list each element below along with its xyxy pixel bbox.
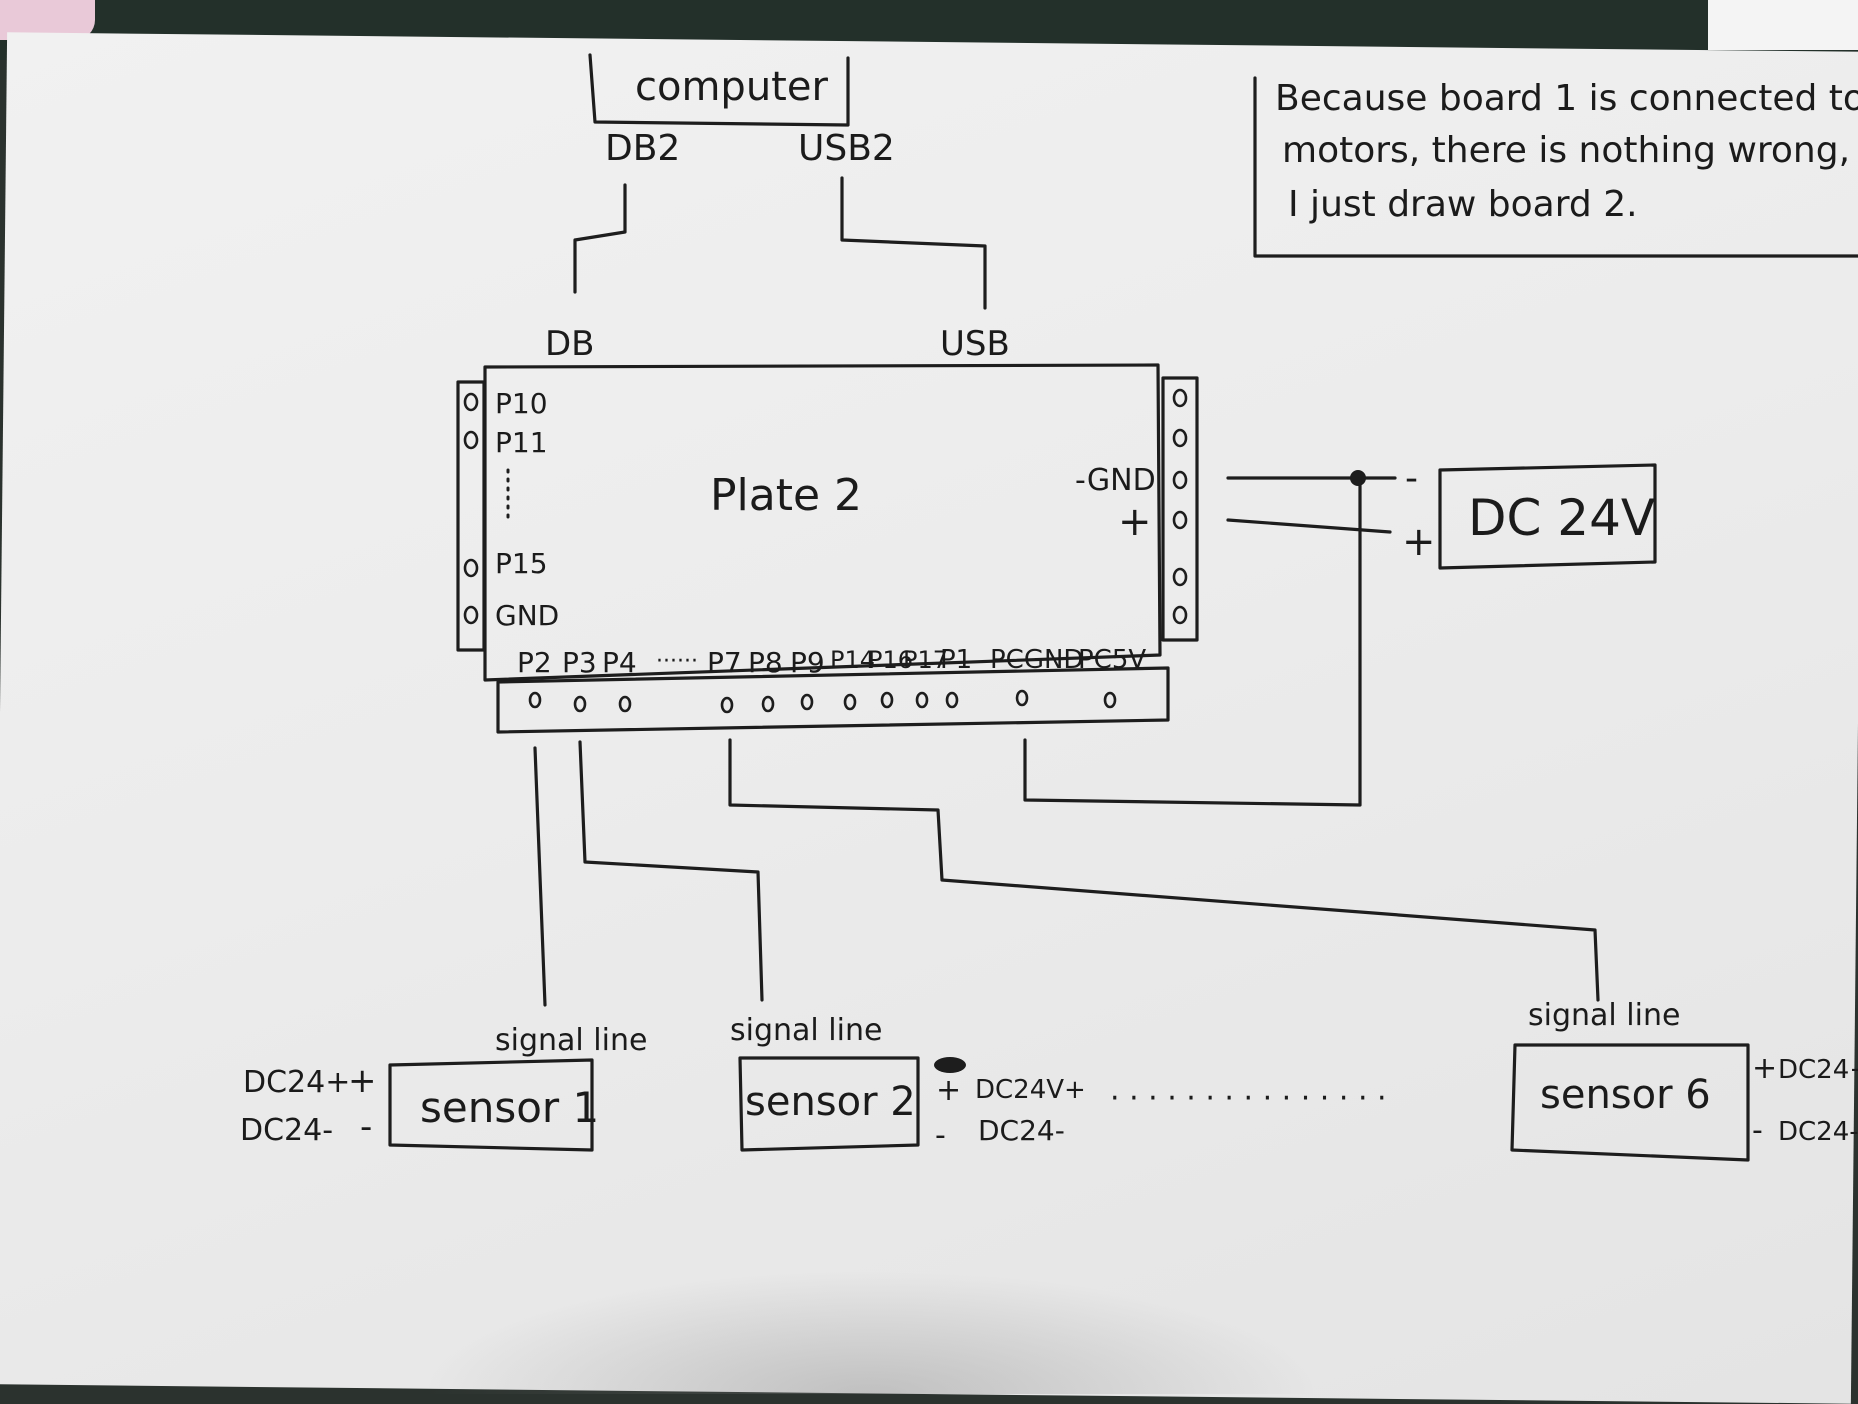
right-label-plus: + xyxy=(1118,499,1152,545)
pin-p16 xyxy=(880,691,894,709)
signal-wire-sensor-1 xyxy=(533,746,547,1007)
wire-junction xyxy=(1350,470,1366,486)
bottom-label-p16: P16 xyxy=(868,646,913,674)
db-cable xyxy=(573,183,627,294)
pin-p9 xyxy=(800,693,814,711)
plate-usb-label: USB xyxy=(940,324,1010,364)
pin-p17 xyxy=(915,691,929,709)
sensor-6: signal line sensor 6 + - DC24+ DC24- xyxy=(1510,998,1858,1162)
pin-p1 xyxy=(945,691,959,709)
note-line-3: I just draw board 2. xyxy=(1288,184,1638,225)
pin-p8 xyxy=(761,695,775,713)
bottom-label-p7: P7 xyxy=(707,646,742,679)
note-line-2: motors, there is nothing wrong, so xyxy=(1282,130,1858,171)
pin-gnd-left xyxy=(463,605,479,625)
sensor-1-minus: - xyxy=(360,1107,372,1147)
bottom-pin-labels: P2 P3 P4 ······ P7 P8 P9 P14 P16 P17 P1 … xyxy=(517,645,1146,679)
computer-db-port: DB2 xyxy=(605,128,680,169)
right-pin-6 xyxy=(1172,605,1188,625)
left-pin-label-gnd: GND xyxy=(495,599,559,632)
usb-cable xyxy=(840,176,987,310)
sensor-1-plus-label: DC24+ xyxy=(243,1065,350,1100)
sensor-6-minus-label: DC24- xyxy=(1778,1117,1858,1147)
sensor-6-signal-label: signal line xyxy=(1528,998,1680,1033)
sensor-2-minus: - xyxy=(935,1118,946,1153)
pin-p3 xyxy=(573,695,587,713)
note-line-1: Because board 1 is connected to six xyxy=(1275,78,1858,119)
bottom-label-dots: ······ xyxy=(656,649,698,674)
sensor-6-minus: - xyxy=(1752,1113,1763,1148)
bottom-label-p2: P2 xyxy=(517,646,552,679)
sensor-ellipsis: · · · · · · · · · · · · · · · xyxy=(1110,1081,1387,1116)
bottom-label-p9: P9 xyxy=(790,646,825,679)
plus-wire xyxy=(1226,518,1392,534)
sensor-1-label: sensor 1 xyxy=(420,1083,599,1132)
sensor-1-plus: + xyxy=(348,1061,377,1101)
left-pin-label-p10: P10 xyxy=(495,387,548,420)
pin-p11 xyxy=(463,430,479,450)
computer-box: computer DB2 USB2 xyxy=(588,53,895,169)
scribble-mark xyxy=(934,1057,966,1073)
pin-p15 xyxy=(463,558,479,578)
paper-corner xyxy=(1708,0,1858,50)
dc24v-minus: - xyxy=(1405,458,1418,499)
left-connector-strip xyxy=(456,380,486,652)
bottom-label-p8: P8 xyxy=(748,646,783,679)
sensor-1: signal line sensor 1 DC24+ DC24- + - xyxy=(240,1023,647,1152)
signal-wire-sensor-2 xyxy=(578,740,764,1002)
sensor-2-plus-label: DC24V+ xyxy=(975,1075,1086,1105)
computer-label: computer xyxy=(635,64,828,110)
sensor-2-minus-label: DC24- xyxy=(978,1114,1065,1147)
sensor-6-plus: + xyxy=(1752,1051,1777,1086)
note-box: Because board 1 is connected to six moto… xyxy=(1253,76,1858,258)
sensor-2: signal line sensor 2 + - DC24V+ DC24- xyxy=(730,1013,1086,1153)
sensor-6-label: sensor 6 xyxy=(1540,1072,1711,1118)
sensor-2-signal-label: signal line xyxy=(730,1013,882,1048)
right-pin-2 xyxy=(1172,428,1188,448)
plate-db-label: DB xyxy=(545,324,595,364)
left-pin-label-p15: P15 xyxy=(495,547,548,580)
computer-usb-port: USB2 xyxy=(798,128,895,169)
pin-p2 xyxy=(528,691,542,709)
sensor-2-label: sensor 2 xyxy=(745,1079,916,1125)
sensor-1-minus-label: DC24- xyxy=(240,1113,333,1148)
pin-p7 xyxy=(720,696,734,714)
plate-board: DB USB P10 P11 P15 GND -GND + Plate 2 P2… xyxy=(456,324,1199,734)
pin-p10 xyxy=(463,392,479,412)
pin-pc5v xyxy=(1103,691,1117,709)
right-pin-1 xyxy=(1172,388,1188,408)
bottom-label-p17: P17 xyxy=(903,646,948,674)
plate-label: Plate 2 xyxy=(710,470,862,521)
sensor-2-plus: + xyxy=(936,1073,961,1108)
dc24v-supply: DC 24V - + xyxy=(1402,458,1657,570)
bottom-label-p4: P4 xyxy=(602,646,637,679)
bottom-pins xyxy=(528,689,1117,714)
bottom-label-p1: P1 xyxy=(940,645,972,675)
right-connector-strip xyxy=(1161,376,1199,642)
bottom-label-p14: P14 xyxy=(830,646,875,674)
dc24v-plus: + xyxy=(1402,519,1436,565)
sensor-6-plus-label: DC24+ xyxy=(1778,1055,1858,1085)
bottom-label-p3: P3 xyxy=(562,646,597,679)
pcgnd-ground-wire xyxy=(1023,476,1362,807)
hand-shadow xyxy=(420,1270,1320,1394)
bottom-label-pc5v: PC5V xyxy=(1078,645,1146,675)
signal-wire-sensor-6 xyxy=(728,738,1600,1002)
bottom-connector-strip xyxy=(496,666,1170,734)
pin-p4 xyxy=(618,695,632,713)
right-pin-plus xyxy=(1172,510,1188,530)
pin-pcgnd xyxy=(1015,689,1029,707)
bottom-label-pcgnd: PCGND xyxy=(990,645,1083,675)
right-pin-gnd xyxy=(1172,470,1188,490)
pin-p14 xyxy=(843,693,857,711)
left-pin-label-p11: P11 xyxy=(495,426,548,459)
sensor-1-signal-label: signal line xyxy=(495,1023,647,1058)
dc24v-label: DC 24V xyxy=(1468,489,1655,547)
right-label-gnd: -GND xyxy=(1075,463,1156,498)
right-pin-5 xyxy=(1172,567,1188,587)
